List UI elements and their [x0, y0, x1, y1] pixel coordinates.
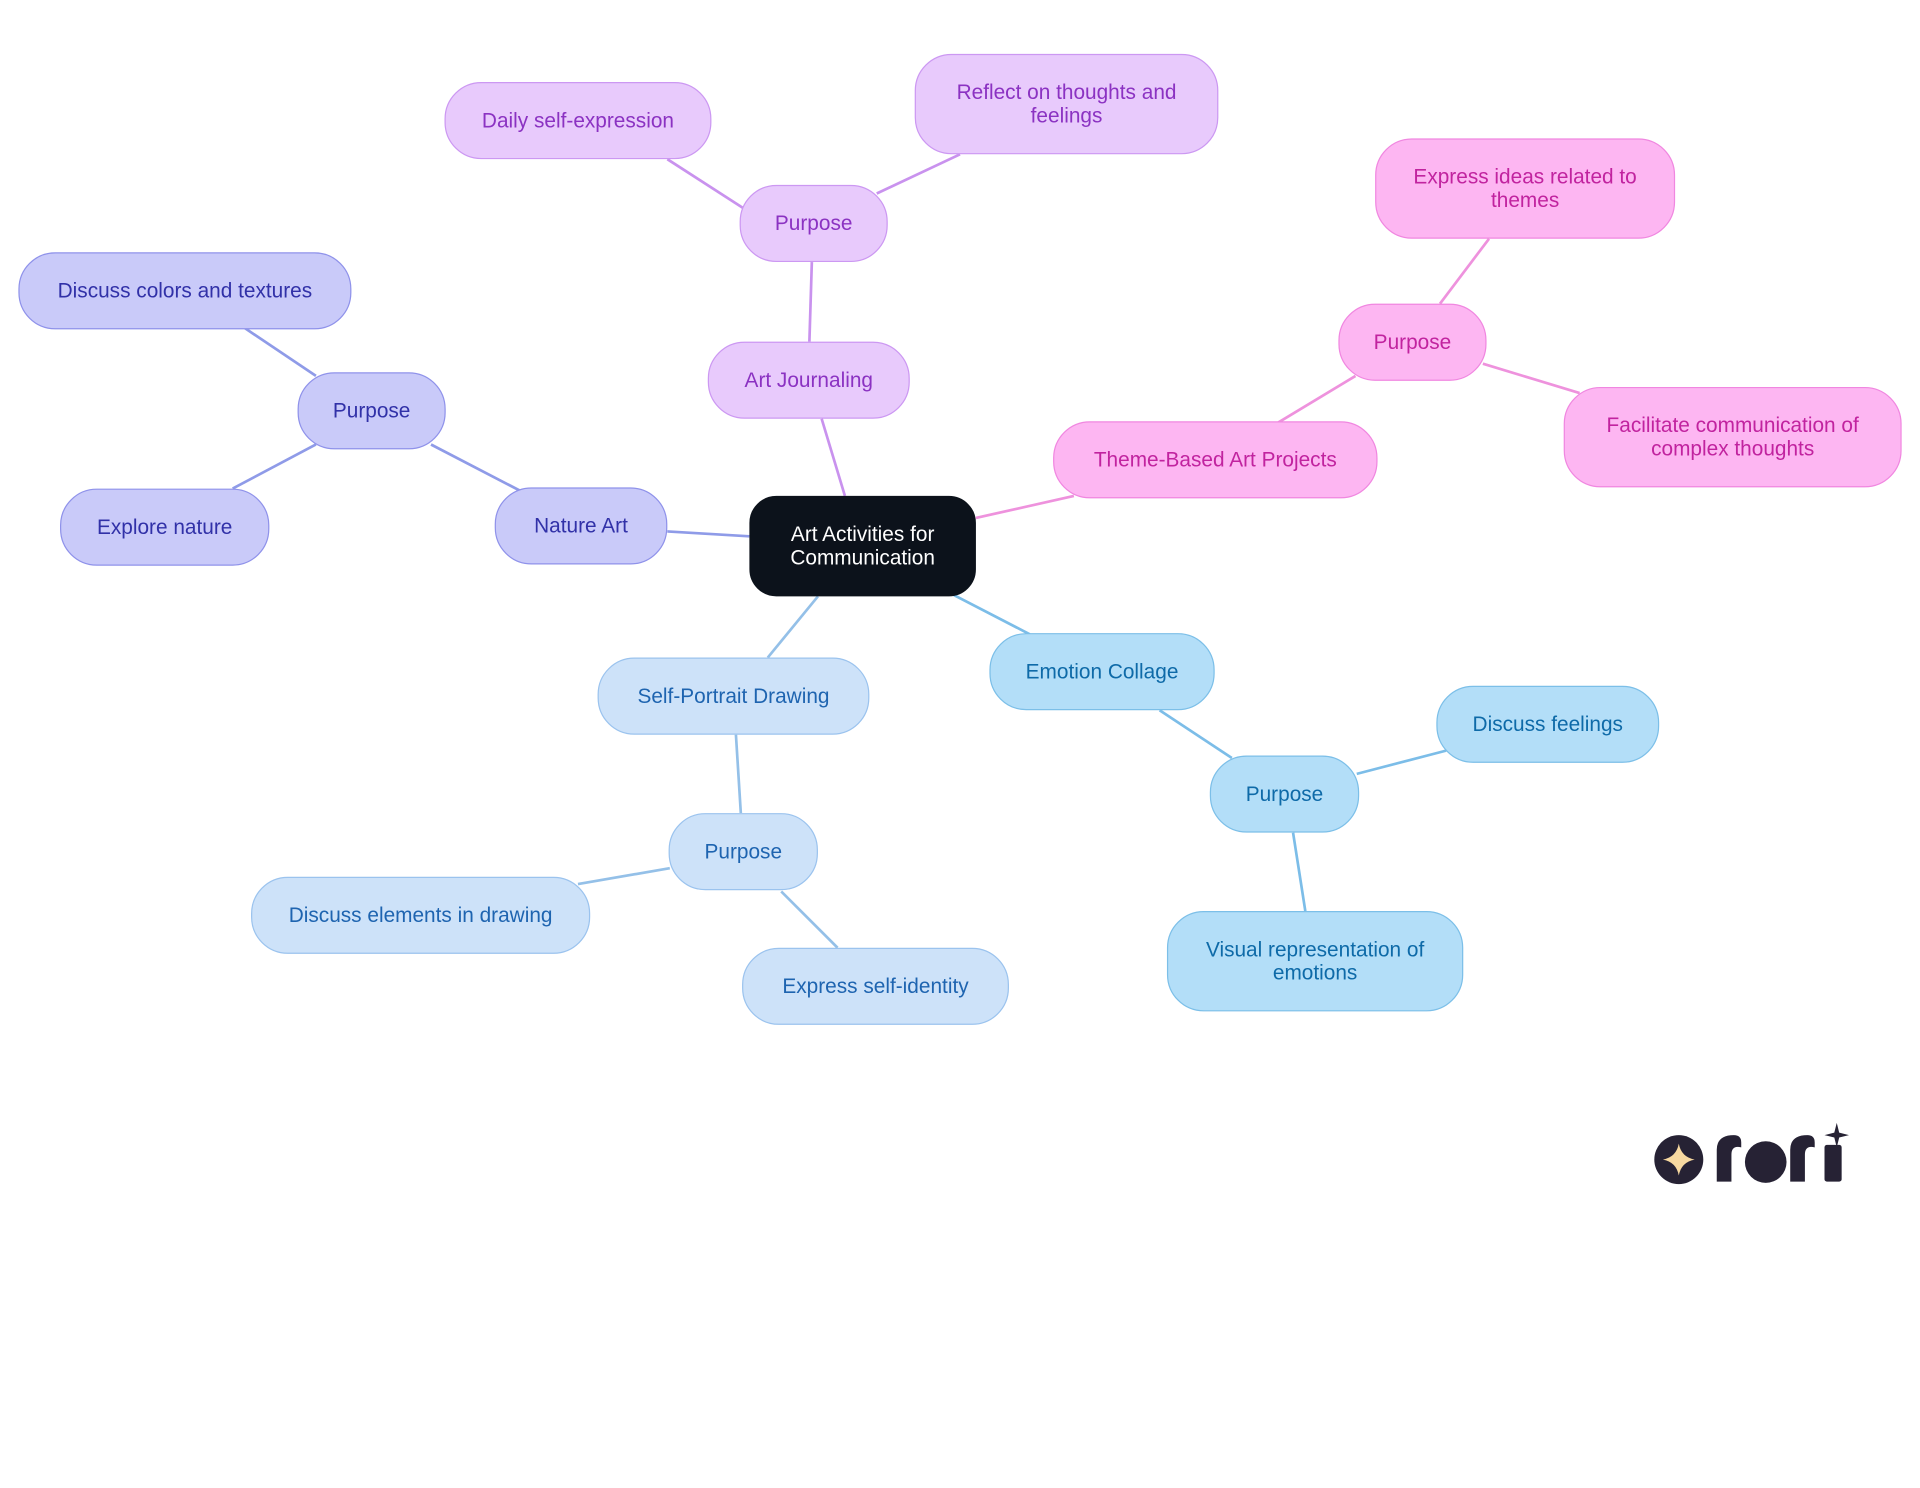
purpose-node-emotion-collage: Purpose	[1209, 755, 1360, 833]
connector-line	[975, 494, 1075, 520]
purpose-node-theme-based: Purpose	[1338, 303, 1487, 381]
branch-node-emotion-collage: Emotion Collage	[989, 633, 1215, 711]
connector-line	[1158, 709, 1233, 760]
leaf-node-daily-self-expression: Daily self-expression	[444, 82, 712, 160]
leaf-node-facilitate-communication: Facilitate communication of complex thou…	[1563, 386, 1902, 488]
leaf-node-discuss-colors: Discuss colors and textures	[18, 252, 352, 330]
branch-node-art-journaling: Art Journaling	[707, 341, 910, 419]
purpose-node-art-journaling: Purpose	[739, 184, 888, 263]
connector-line	[780, 890, 839, 949]
connector-line	[244, 327, 317, 378]
leaf-node-reflect-thoughts: Reflect on thoughts and feelings	[914, 53, 1219, 155]
connector-line	[1482, 362, 1580, 395]
connector-line	[232, 443, 317, 490]
branch-node-theme-based: Theme-Based Art Projects	[1053, 421, 1378, 499]
leaf-node-express-self-identity: Express self-identity	[742, 947, 1009, 1025]
leaf-node-discuss-elements: Discuss elements in drawing	[251, 876, 591, 954]
connector-line	[666, 158, 745, 210]
connector-line	[876, 153, 961, 195]
connector-layer	[232, 153, 1580, 949]
connector-line	[734, 734, 743, 814]
leaf-node-express-ideas: Express ideas related to themes	[1375, 138, 1676, 239]
branch-node-self-portrait: Self-Portrait Drawing	[597, 657, 870, 735]
connector-line	[953, 593, 1031, 636]
purpose-node-nature-art: Purpose	[297, 372, 446, 450]
leaf-node-explore-nature: Explore nature	[60, 488, 270, 566]
sparkle-icon	[1662, 1143, 1695, 1176]
connector-line	[766, 595, 820, 659]
connector-line	[808, 262, 814, 342]
connector-line	[820, 418, 847, 497]
rori-wordmark	[1716, 1122, 1849, 1183]
leaf-node-visual-representation: Visual representation of emotions	[1166, 911, 1464, 1012]
purpose-node-self-portrait: Purpose	[668, 813, 818, 891]
connector-line	[667, 530, 750, 538]
leaf-node-discuss-feelings: Discuss feelings	[1436, 685, 1660, 763]
connector-line	[1291, 832, 1307, 912]
connector-line	[430, 443, 529, 496]
connector-line	[1277, 374, 1357, 424]
connector-line	[1438, 237, 1491, 305]
connector-line	[577, 866, 671, 886]
root-node: Art Activities for Communication	[749, 495, 976, 597]
branch-node-nature-art: Nature Art	[494, 487, 668, 565]
connector-line	[1356, 749, 1447, 776]
rori-logo: rori	[1654, 1122, 1849, 1185]
